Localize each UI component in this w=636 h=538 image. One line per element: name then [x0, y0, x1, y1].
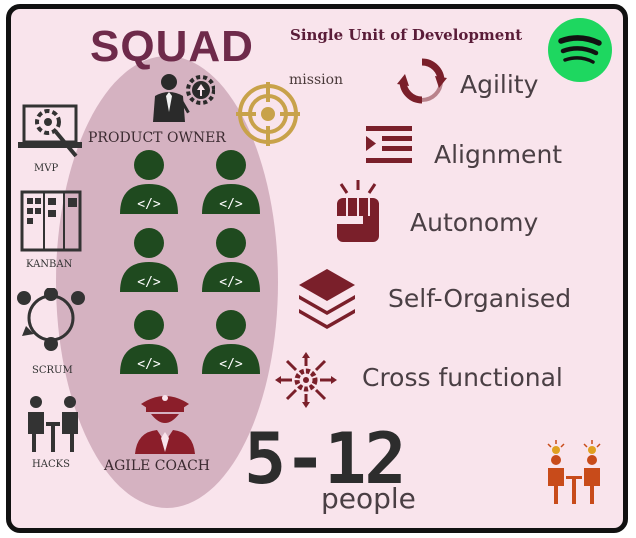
align-list-icon — [366, 124, 414, 171]
developer-icon: </> — [200, 226, 262, 297]
developer-icon: </> — [200, 148, 262, 219]
svg-text:</>: </> — [219, 197, 243, 212]
hack-idea-pair-icon — [544, 440, 604, 511]
agile-coach-label: AGILE COACH — [104, 458, 211, 474]
principle-agility: Agility — [460, 70, 539, 99]
target-mission-icon — [236, 82, 300, 146]
cycle-arrows-icon — [397, 56, 447, 111]
practice-label-mvp: MVP — [34, 163, 59, 174]
hack-pair-icon — [24, 394, 82, 459]
developer-icon: </> — [200, 308, 262, 379]
practice-label-scrum: SCRUM — [32, 365, 73, 376]
gear-arrows-icon — [275, 352, 337, 413]
developer-icon: </> — [118, 308, 180, 379]
agile-coach-icon — [131, 386, 199, 459]
team-size-unit: people — [321, 482, 416, 515]
svg-text:</>: </> — [219, 357, 243, 372]
product-owner-label: PRODUCT OWNER — [88, 130, 226, 146]
svg-text:</>: </> — [219, 275, 243, 290]
principle-self-organised: Self-Organised — [388, 284, 572, 313]
developer-icon: </> — [118, 226, 180, 297]
practice-label-hacks: HACKS — [32, 459, 70, 470]
svg-text:</>: </> — [137, 275, 161, 290]
mvp-gear-laptop-icon — [18, 100, 82, 167]
developer-icon: </> — [118, 148, 180, 219]
principle-alignment: Alignment — [434, 140, 563, 169]
squad-subtitle: Single Unit of Development — [290, 26, 523, 44]
svg-text:</>: </> — [137, 357, 161, 372]
stacked-layers-icon — [297, 267, 357, 334]
spotify-logo-icon — [547, 17, 613, 83]
kanban-board-icon — [20, 190, 82, 257]
scrum-cycle-icon — [16, 287, 86, 357]
raised-fist-icon — [331, 180, 385, 251]
squad-title: SQUAD — [90, 22, 254, 71]
principle-autonomy: Autonomy — [410, 208, 539, 237]
principle-cross-functional: Cross functional — [362, 363, 563, 392]
team-size-number: 5-12 — [244, 418, 407, 500]
product-owner-icon — [149, 72, 216, 124]
mission-label: mission — [289, 72, 344, 88]
practice-label-kanban: KANBAN — [26, 259, 73, 270]
svg-text:</>: </> — [137, 197, 161, 212]
